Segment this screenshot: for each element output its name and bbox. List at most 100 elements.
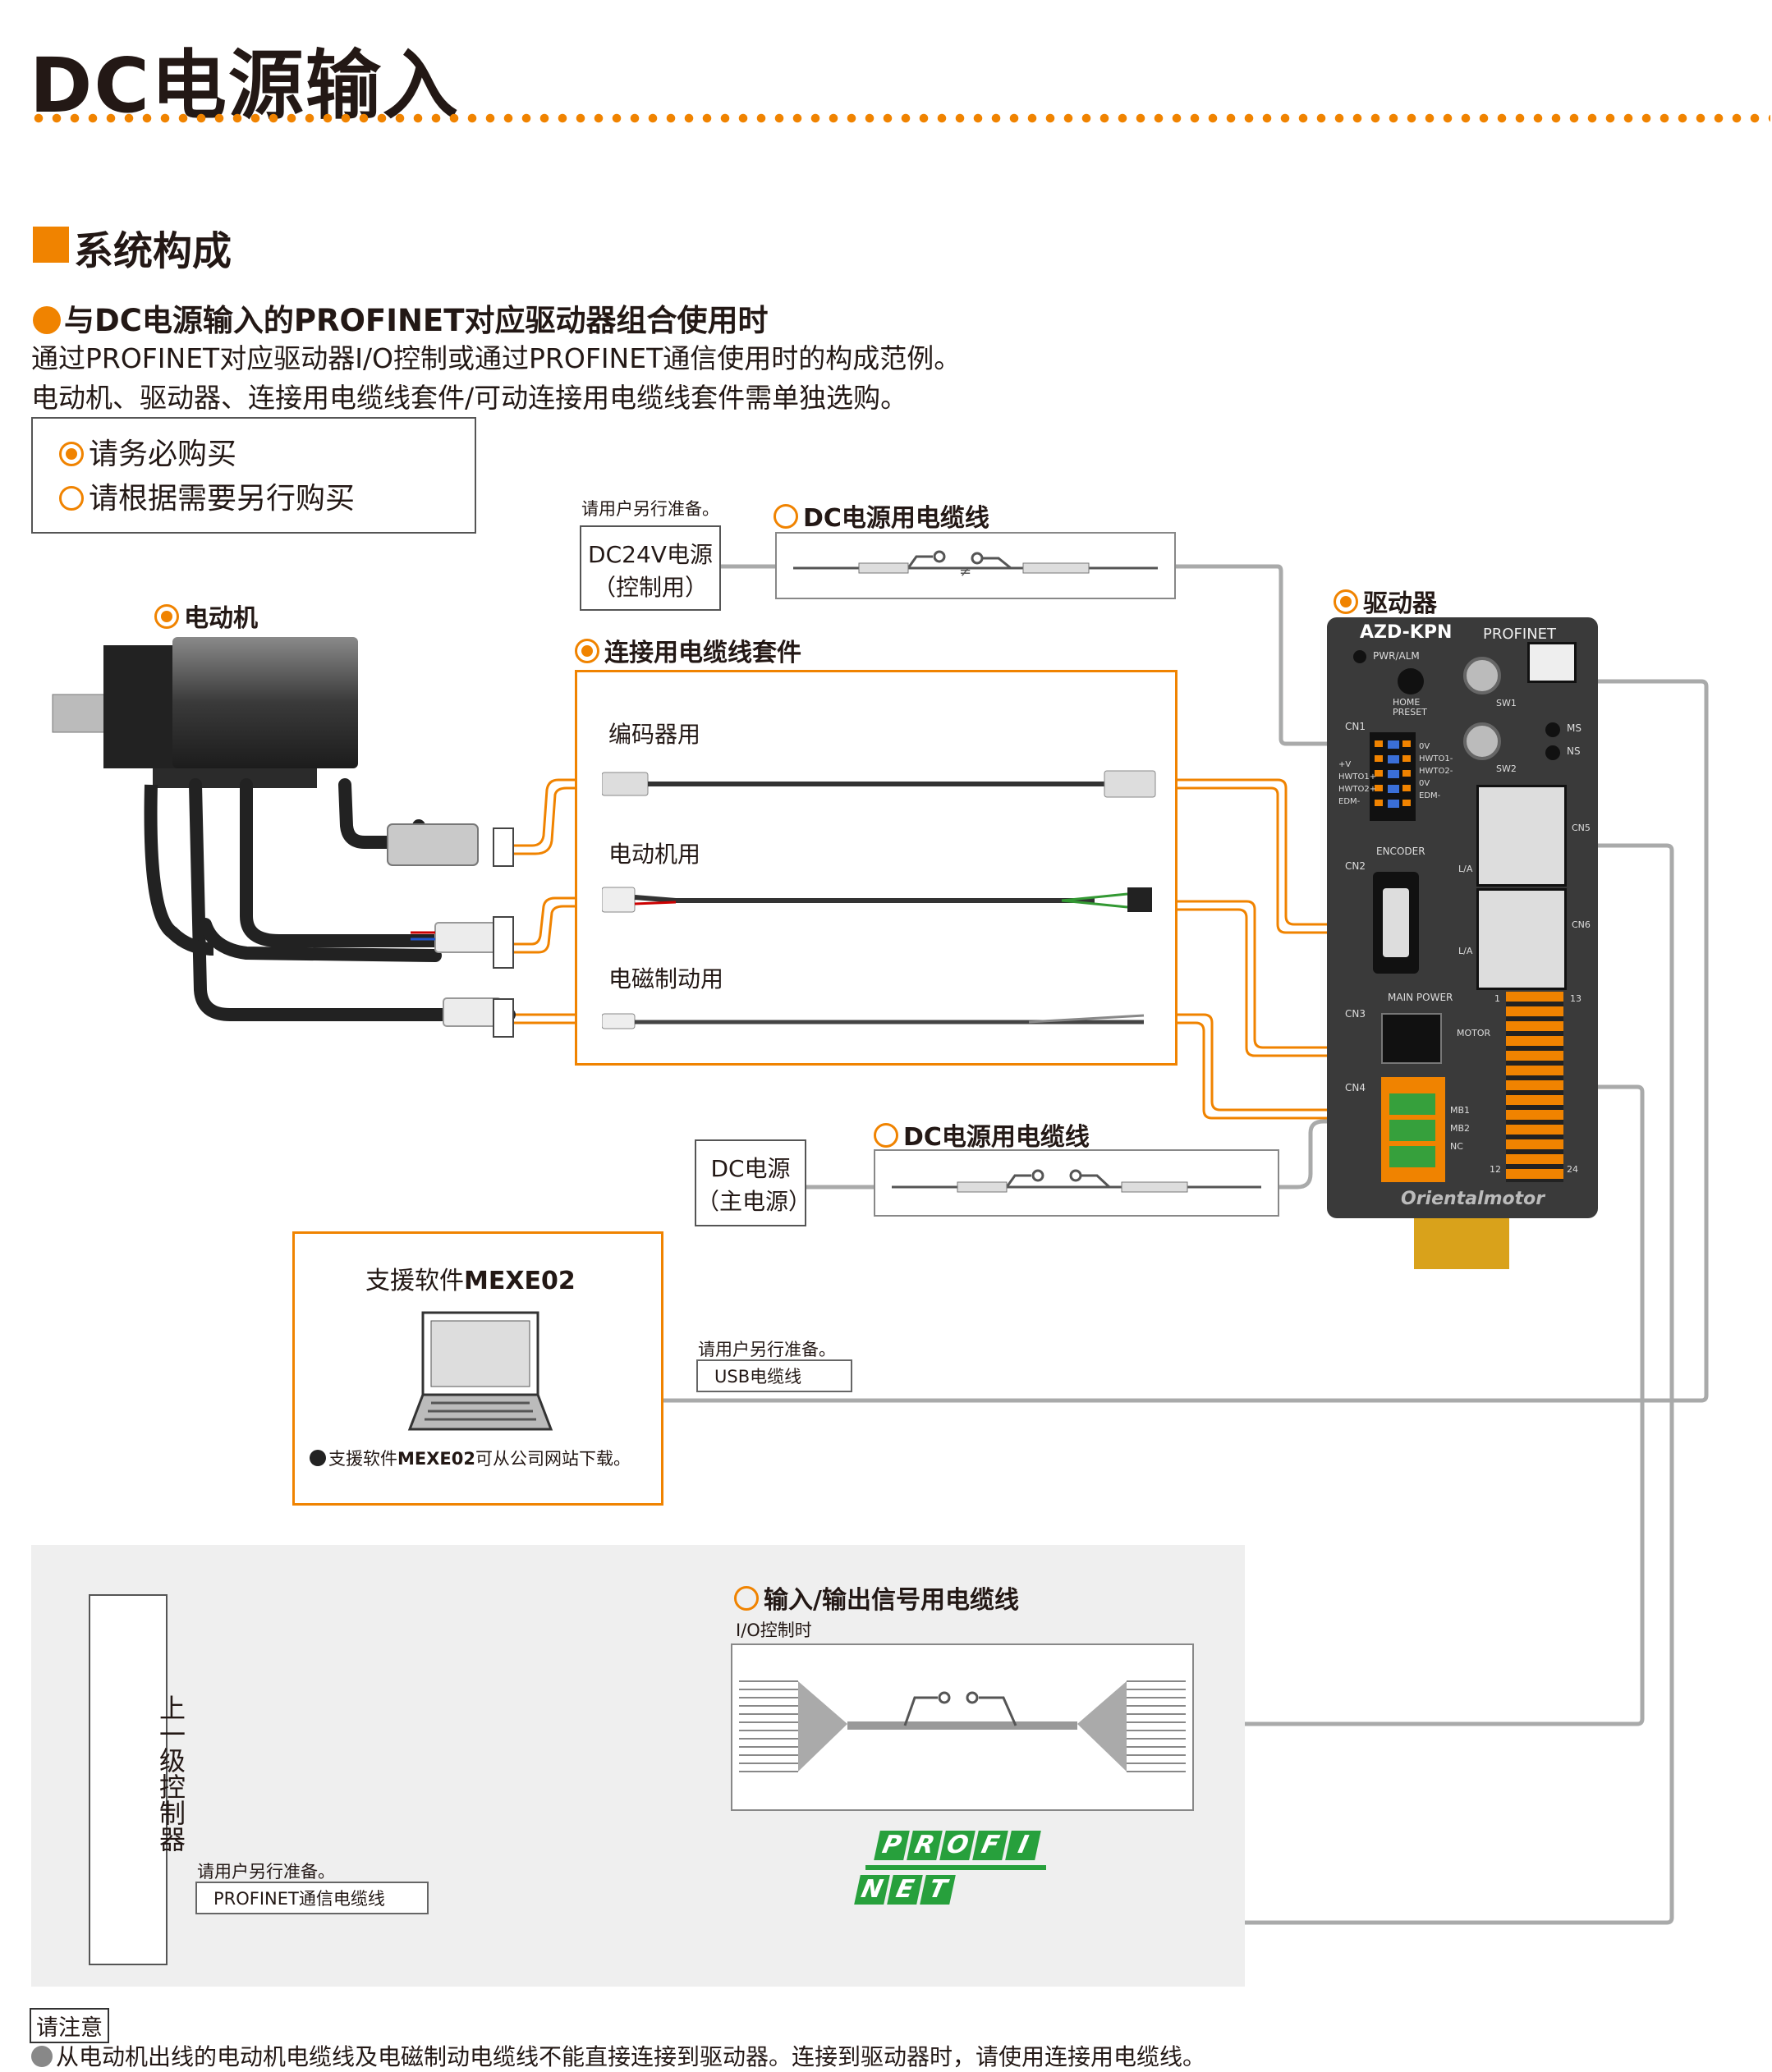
- motor-connector: [493, 916, 514, 969]
- driver-image: AZD-KPN PROFINET PWR/ALM HOME PRESET SW1…: [1327, 617, 1598, 1218]
- ns-label: NS: [1567, 745, 1581, 757]
- dc24v-line2: （控制用）: [592, 574, 708, 601]
- driver-protocol: PROFINET: [1483, 626, 1557, 643]
- cn4-label: CN4: [1345, 1082, 1366, 1093]
- host-controller-box: 上一级控制器: [89, 1594, 186, 1965]
- pwr-alm-label: PWR/ALM: [1373, 650, 1420, 662]
- laptop-icon: [407, 1311, 553, 1431]
- home-button: [1398, 668, 1424, 694]
- line-profinet: [168, 843, 1674, 1925]
- line-cable-cn1: [1174, 564, 1396, 746]
- line-io-driver: [1191, 1084, 1645, 1726]
- note-label: 请注意: [30, 2008, 109, 2043]
- cn2-label: CN2: [1345, 860, 1366, 872]
- io-cable-box: [731, 1643, 1194, 1811]
- motor-cable-image: [602, 887, 1152, 913]
- bullet-icon: [33, 306, 61, 334]
- dc-cable-top-label: DC电源用电缆线: [774, 497, 989, 534]
- pin-1-label: 1: [1494, 993, 1500, 1004]
- cn1-connector: [1370, 732, 1416, 821]
- legend-box: 请务必购买 请根据需要另行购买: [31, 417, 476, 534]
- pwr-led-icon: [1353, 650, 1366, 663]
- legend-required: 请务必购买: [59, 430, 236, 473]
- sw2-rotary-icon: [1463, 722, 1501, 760]
- usb-customer-note: 请用户另行准备。: [698, 1340, 836, 1359]
- cn3-label: CN3: [1345, 1008, 1366, 1020]
- required-icon: [575, 639, 599, 663]
- usb-port: [1527, 642, 1577, 683]
- usb-cable-label: USB电缆线: [696, 1359, 852, 1392]
- cn6-label: CN6: [1572, 919, 1591, 930]
- optional-icon: [59, 486, 84, 511]
- brake-cable-image: [602, 1013, 1145, 1029]
- la-label-2: L/A: [1458, 946, 1473, 956]
- ethernet-port-1: [1476, 785, 1567, 887]
- subsection-title: 与DC电源输入的PROFINET对应驱动器组合使用时: [33, 296, 768, 340]
- cn5-label: CN5: [1572, 823, 1591, 833]
- line-usb: [662, 679, 1709, 1403]
- sw1-label: SW1: [1496, 698, 1517, 708]
- dc-main-line1: DC电源: [710, 1155, 791, 1182]
- dc-main-power-box: DC电源 （主电源）: [695, 1139, 812, 1226]
- main-power-label: MAIN POWER: [1388, 992, 1453, 1003]
- dc-cable-image: [892, 1169, 1261, 1193]
- dc-cable-top-box: ≠: [775, 532, 1176, 599]
- pin-24-label: 24: [1567, 1164, 1578, 1175]
- customer-prepared-note: 请用户另行准备。: [581, 499, 719, 519]
- ns-led-icon: [1545, 745, 1560, 760]
- sw2-label: SW2: [1496, 763, 1517, 774]
- pin-13-label: 13: [1570, 993, 1581, 1004]
- cable-kit-item-encoder: 编码器用: [608, 721, 701, 748]
- line-cable-cn4: [1278, 1119, 1429, 1190]
- cable-kit-item-motor: 电动机用: [608, 841, 701, 868]
- optional-icon: [874, 1123, 898, 1148]
- note-text: 从电动机出线的电动机电缆线及电磁制动电缆线不能直接连接到驱动器。连接到驱动器时，…: [31, 2039, 1205, 2072]
- svg-text:≠: ≠: [959, 563, 971, 580]
- cn1-label: CN1: [1345, 721, 1366, 732]
- cable-kit-box: 编码器用 电动机用 电磁制动用: [575, 670, 1178, 1066]
- dc-cable-bottom-box: [874, 1149, 1279, 1217]
- la-label-1: L/A: [1458, 864, 1473, 874]
- software-note: 支援软件MEXE02可从公司网站下载。: [310, 1446, 631, 1470]
- section-title: 系统构成: [74, 228, 232, 274]
- software-box: 支援软件MEXE02 支援软件MEXE02可从公司网站下载。: [292, 1231, 663, 1506]
- cn4-connector: [1381, 1077, 1445, 1182]
- encoder-label: ENCODER: [1376, 846, 1425, 857]
- cn2-connector: [1373, 872, 1419, 974]
- dc-cable-bottom-label: DC电源用电缆线: [874, 1116, 1090, 1153]
- encoder-connector: [493, 827, 514, 867]
- dc24v-line1: DC24V电源: [588, 541, 713, 568]
- profinet-logo: P R O F I N E T: [854, 1831, 1046, 1905]
- title-divider: [30, 113, 1770, 123]
- motor-port-label: MOTOR: [1457, 1028, 1491, 1038]
- description-line-2: 电动机、驱动器、连接用电缆线套件/可动连接用电缆线套件需单独选购。: [31, 382, 908, 414]
- motor-image: [52, 637, 516, 1027]
- io-cable-image: [739, 1680, 1186, 1772]
- note-bullet-icon: [31, 2046, 53, 2067]
- required-icon: [154, 604, 179, 629]
- section-marker: [33, 227, 69, 263]
- io-cable-label: 输入/输出信号用电缆线: [734, 1579, 1019, 1616]
- profinet-customer-note: 请用户另行准备。: [197, 1862, 335, 1882]
- cable-kit-item-brake: 电磁制动用: [608, 965, 724, 992]
- ms-led-icon: [1545, 722, 1560, 737]
- pin-12-label: 12: [1490, 1164, 1501, 1175]
- io-connector: [1506, 992, 1563, 1182]
- ms-label: MS: [1567, 722, 1581, 734]
- optional-icon: [774, 504, 798, 529]
- brake-connector: [493, 998, 514, 1038]
- required-icon: [59, 442, 84, 466]
- required-icon: [1334, 589, 1358, 614]
- cable-kit-label: 连接用电缆线套件: [575, 632, 801, 668]
- description-line-1: 通过PROFINET对应驱动器I/O控制或通过PROFINET通信使用时的构成范…: [31, 342, 962, 374]
- profinet-cable-label: PROFINET通信电缆线: [195, 1882, 429, 1914]
- brand-logo: Orientalmotor: [1401, 1189, 1545, 1209]
- dc-main-line2: （主电源）: [696, 1188, 812, 1215]
- driver-label: 驱动器: [1334, 583, 1437, 619]
- io-cable-sub: I/O控制时: [736, 1620, 812, 1640]
- encoder-cable-image: [602, 770, 1156, 798]
- optional-icon: [734, 1586, 759, 1611]
